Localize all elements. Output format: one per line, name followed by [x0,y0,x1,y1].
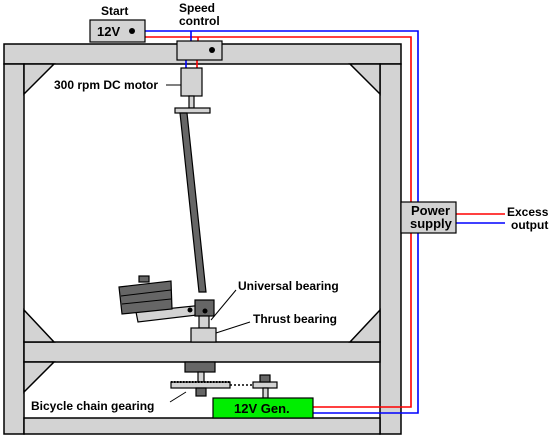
power-supply-box [400,201,457,234]
frame-bottom-beam [23,417,381,435]
speed-control-label-line2: control [179,14,220,28]
arm-bolt-1 [187,307,193,313]
frame [3,43,402,435]
counterweight-clamp [138,275,150,283]
speed-control-knob [209,47,215,53]
excess-output-label-line2: output [511,218,548,232]
speed-control-box [176,40,223,61]
chain-gearing [170,361,278,399]
thrust-bearing-pointer [215,321,251,334]
battery-start: 12V [89,19,146,43]
battery-box [89,19,146,43]
thrust-bearing-label: Thrust bearing [253,312,337,326]
drive-sprocket [170,381,231,389]
frame-brace-top-right [348,63,381,96]
gear-hub [184,361,216,373]
thrust-bearing [190,315,217,343]
excess-output-label-line1: Excess [507,205,549,219]
frame-brace-bottom-left [23,361,56,394]
bicycle-chain-gearing-label: Bicycle chain gearing [31,399,154,413]
frame-middle-beam [23,341,381,363]
thrust-bearing-block [190,327,217,343]
generator-sprocket-nut [259,374,271,383]
generator-label: 12V Gen. [234,401,290,416]
universal-bearing-label: Universal bearing [238,279,339,293]
drive-sprocket-shaft [197,371,205,383]
frame-brace-top-left [23,63,56,96]
power-supply-label-line1: Power [411,203,450,218]
counterweight-stripe-2 [121,298,172,305]
frame-left-post [3,63,25,435]
chain-gearing-pointer [169,391,187,403]
universal-bearing [194,299,215,317]
universal-bearing-pin [202,308,208,314]
counterweight-stripe-1 [120,289,172,297]
power-supply-label-line2: supply [410,216,453,231]
generator-sprocket [252,381,278,389]
counterweight [118,280,173,315]
universal-bearing-block [194,299,215,317]
start-label: Start [101,4,128,18]
thrust-bearing-shaft [198,315,210,329]
speed-control-label-line1: Speed [179,1,215,15]
power-supply: Power supply [400,201,457,234]
generator-shaft [262,387,269,399]
start-switch [129,28,135,34]
speed-control [176,40,223,61]
dc-motor [174,67,211,114]
motor-label: 300 rpm DC motor [54,78,158,92]
drive-sprocket-hub [195,387,207,397]
generator-box [212,397,314,419]
frame-right-post [379,63,402,435]
motor-shaft [188,95,195,109]
universal-bearing-pointer [210,289,237,321]
drive-shaft [179,112,207,293]
generator: 12V Gen. [212,397,314,419]
motor-body [180,67,203,97]
frame-brace-mid-right [348,308,381,343]
frame-brace-mid-left [23,308,56,343]
battery-label: 12V [97,24,120,39]
motor-flange [174,107,211,114]
